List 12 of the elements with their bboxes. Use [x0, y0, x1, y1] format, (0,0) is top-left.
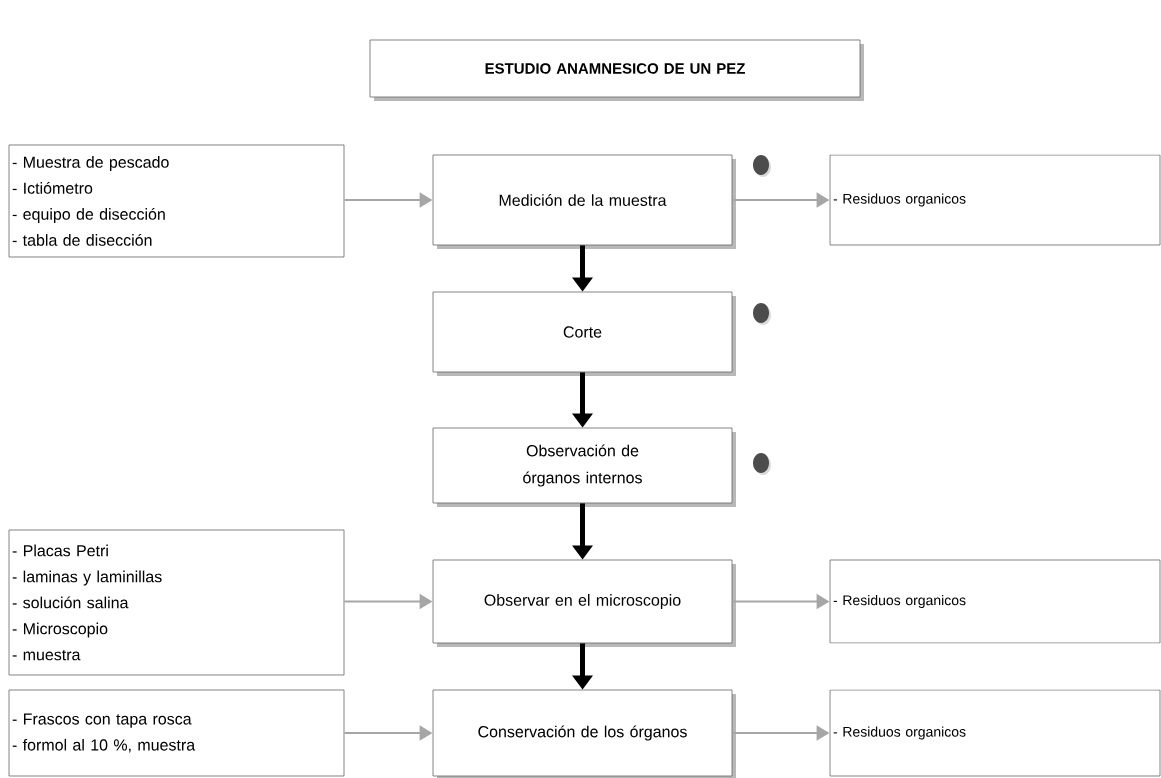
materials-box: - Frascos con tapa rosca - formol al 10 %, muestra	[8, 689, 345, 777]
output-box: - Residuos organicos	[829, 689, 1161, 777]
process-box: Corte	[432, 291, 736, 376]
title-box: ESTUDIO ANAMNESICO DE UN PEZ	[369, 39, 864, 101]
process-box: Observar en el microscopio	[432, 559, 736, 647]
materials-box: - Muestra de pescado - Ictiómetro - equipo de disección - tabla de disección	[8, 144, 345, 258]
process-box: Observación de órganos internos	[432, 427, 736, 507]
output-box: - Residuos organicos	[829, 154, 1161, 246]
materials-box: - Placas Petri - laminas y laminillas - solución salina - Microscopio - muestra	[8, 529, 345, 676]
output-box: - Residuos organicos	[829, 559, 1161, 644]
process-box: Conservación de los órganos	[432, 689, 736, 778]
process-box: Medición de la muestra	[432, 154, 736, 249]
